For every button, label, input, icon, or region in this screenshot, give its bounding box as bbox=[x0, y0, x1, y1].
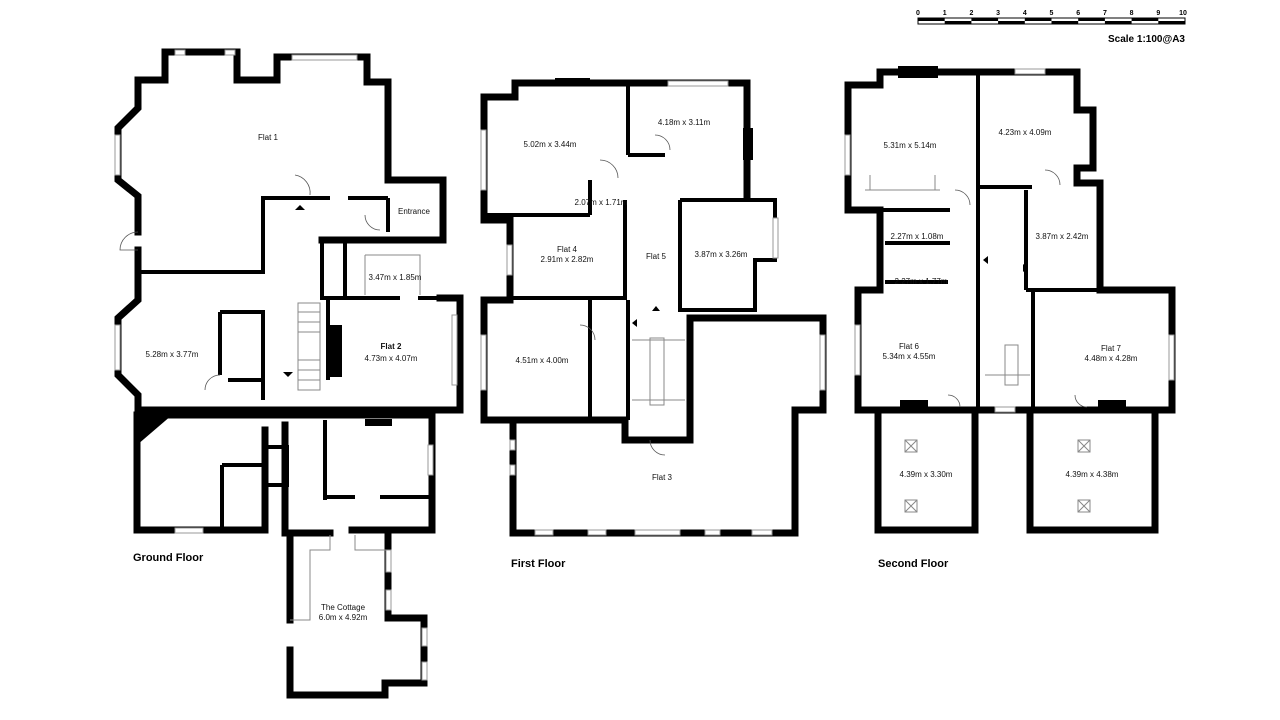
room-label: 5.02m x 3.44m bbox=[524, 140, 577, 149]
scale-tick: 9 bbox=[1156, 10, 1160, 17]
first-floor-plan: 5.02m x 3.44m 4.18m x 3.11m 2.07m x 1.71… bbox=[480, 78, 827, 570]
room-label: 2.27m x 1.77m bbox=[895, 277, 948, 286]
room-label: 4.51m x 4.00m bbox=[516, 356, 569, 365]
arrow-left-icon bbox=[632, 319, 637, 327]
room-label: 4.18m x 3.11m bbox=[658, 118, 711, 127]
room-label: 4.23m x 4.09m bbox=[999, 128, 1052, 137]
ground-floor-plan: Flat 1 Entrance 3.47m x 1.85m 5.28m x 3.… bbox=[114, 48, 464, 699]
room-label: Flat 3 bbox=[652, 473, 673, 482]
arrow-left-icon bbox=[983, 256, 988, 264]
scale-tick: 5 bbox=[1050, 10, 1054, 17]
room-label: 3.87m x 2.42m bbox=[1036, 232, 1089, 241]
room-label: 3.47m x 1.85m bbox=[369, 273, 422, 282]
arrow-up-icon bbox=[652, 306, 660, 311]
room-size: 5.34m x 4.55m bbox=[883, 352, 936, 361]
room-label: The Cottage bbox=[321, 603, 366, 612]
room-label: 5.28m x 3.77m bbox=[146, 350, 199, 359]
arrow-up-icon bbox=[295, 205, 305, 210]
room-label: 4.39m x 3.30m bbox=[900, 470, 953, 479]
scale-tick: 7 bbox=[1103, 10, 1107, 17]
room-label: Flat 5 bbox=[646, 252, 667, 261]
scale-tick: 8 bbox=[1130, 10, 1134, 17]
room-size: 2.91m x 2.82m bbox=[541, 255, 594, 264]
scale-tick: 1 bbox=[943, 10, 947, 17]
second-floor-plan: 5.31m x 5.14m 4.23m x 4.09m 2.27m x 1.08… bbox=[844, 66, 1176, 570]
scale-label: Scale 1:100@A3 bbox=[1108, 34, 1185, 45]
scale-tick: 10 bbox=[1179, 10, 1187, 17]
room-label: Flat 6 bbox=[899, 342, 920, 351]
room-size: 6.0m x 4.92m bbox=[319, 613, 368, 622]
room-size: 4.73m x 4.07m bbox=[365, 354, 418, 363]
room-label: 4.39m x 4.38m bbox=[1066, 470, 1119, 479]
room-label: 5.31m x 5.14m bbox=[884, 141, 937, 150]
room-label: Flat 7 bbox=[1101, 344, 1122, 353]
room-label: Entrance bbox=[398, 207, 431, 216]
floor-title: First Floor bbox=[511, 558, 566, 570]
room-label: 2.07m x 1.71m bbox=[575, 198, 628, 207]
room-label: Flat 1 bbox=[258, 133, 279, 142]
room-size: 4.48m x 4.28m bbox=[1085, 354, 1138, 363]
floor-title: Ground Floor bbox=[133, 552, 204, 564]
scale-tick: 6 bbox=[1076, 10, 1080, 17]
room-label: Flat 4 bbox=[557, 245, 578, 254]
room-label: Flat 2 bbox=[381, 342, 402, 351]
scale-tick: 0 bbox=[916, 10, 920, 17]
floor-title: Second Floor bbox=[878, 558, 949, 570]
scale-tick: 4 bbox=[1023, 10, 1027, 17]
room-label: 3.87m x 3.26m bbox=[695, 250, 748, 259]
scale-bar: 0 1 2 3 4 5 6 7 8 9 10 Scale 1:100@A3 bbox=[916, 10, 1187, 45]
scale-tick: 2 bbox=[969, 10, 973, 17]
arrow-down-icon bbox=[283, 372, 293, 377]
scale-tick: 3 bbox=[996, 10, 1000, 17]
arrow-down-icon bbox=[652, 437, 660, 442]
arrow-right-icon bbox=[1023, 264, 1028, 272]
room-label: 2.27m x 1.08m bbox=[891, 232, 944, 241]
